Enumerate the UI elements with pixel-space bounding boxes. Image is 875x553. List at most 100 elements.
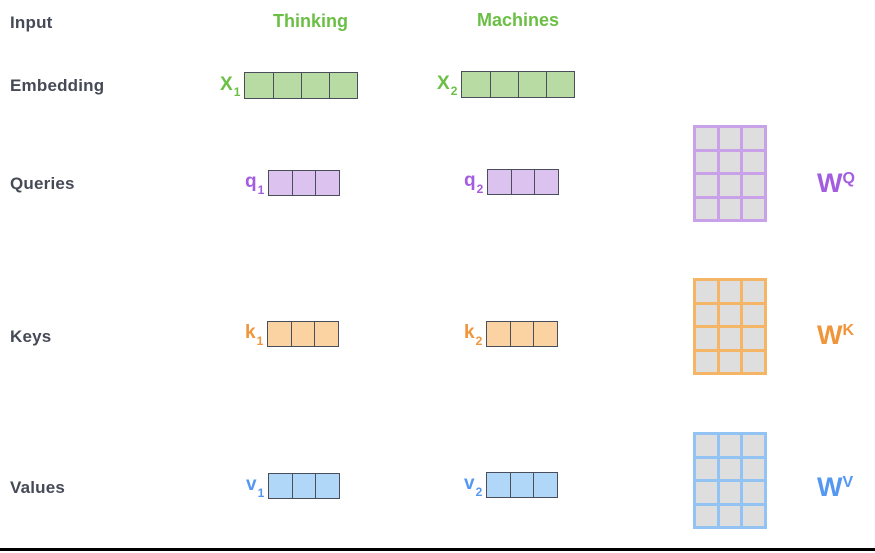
wk-weight-matrix xyxy=(693,278,767,375)
matrix-cell xyxy=(743,505,764,526)
matrix-cell xyxy=(719,151,741,172)
matrix-cell xyxy=(743,328,764,349)
matrix-cell xyxy=(743,482,764,503)
row-label-values: Values xyxy=(10,478,66,497)
key-vector-k2-group: k2 xyxy=(464,321,559,348)
matrix-cell xyxy=(743,175,764,196)
k2-vector xyxy=(486,321,559,347)
vector-cell xyxy=(518,72,547,97)
vector-cell xyxy=(291,322,316,346)
query-vector-q1-group: q1 xyxy=(245,170,341,197)
query-vector-q2-group: q2 xyxy=(464,169,560,196)
x1-label: X1 xyxy=(220,73,241,100)
q1-vector xyxy=(268,170,341,196)
vector-cell xyxy=(511,170,536,194)
matrix-cell xyxy=(719,458,741,479)
embedding-vector-x2-group: X2 xyxy=(437,71,576,99)
bottom-divider-line xyxy=(0,548,875,551)
matrix-cell xyxy=(696,458,717,479)
key-vector-k1-group: k1 xyxy=(245,321,340,348)
wv-label: WV xyxy=(817,472,854,502)
matrix-cell xyxy=(743,198,764,219)
wq-label: WQ xyxy=(817,168,855,198)
vector-cell xyxy=(510,322,535,346)
matrix-cell xyxy=(719,482,741,503)
row-label-embedding: Embedding xyxy=(10,76,105,95)
matrix-cell xyxy=(696,505,717,526)
vector-cell xyxy=(534,473,558,497)
vector-cell xyxy=(301,73,330,98)
wq-weight-matrix xyxy=(693,125,767,222)
matrix-cell xyxy=(743,151,764,172)
matrix-cell xyxy=(696,351,717,372)
vector-cell xyxy=(268,322,292,346)
matrix-cell xyxy=(743,304,764,325)
vector-cell xyxy=(273,73,302,98)
k1-vector xyxy=(267,321,340,347)
matrix-cell xyxy=(719,304,741,325)
matrix-cell xyxy=(743,435,764,456)
matrix-cell xyxy=(719,351,741,372)
matrix-cell xyxy=(696,128,717,149)
vector-cell xyxy=(535,170,559,194)
matrix-cell xyxy=(719,505,741,526)
vector-cell xyxy=(245,73,274,98)
vector-cell xyxy=(329,73,358,98)
k1-label: k1 xyxy=(245,322,264,348)
matrix-cell xyxy=(743,128,764,149)
matrix-cell xyxy=(696,281,717,302)
vector-cell xyxy=(488,170,512,194)
matrix-cell xyxy=(696,151,717,172)
vector-cell xyxy=(269,474,293,498)
v1-vector xyxy=(268,473,341,499)
matrix-cell xyxy=(719,328,741,349)
v2-vector xyxy=(486,472,559,498)
x1-vector xyxy=(244,72,359,99)
value-vector-v2-group: v2 xyxy=(464,472,559,499)
matrix-cell xyxy=(719,435,741,456)
q2-vector xyxy=(487,169,560,195)
wk-label: WK xyxy=(817,320,855,350)
matrix-cell xyxy=(696,328,717,349)
matrix-cell xyxy=(719,128,741,149)
vector-cell xyxy=(487,473,511,497)
vector-cell xyxy=(292,474,317,498)
x2-label: X2 xyxy=(437,72,458,99)
vector-cell xyxy=(487,322,511,346)
embedding-vector-x1-group: X1 xyxy=(220,72,359,100)
matrix-cell xyxy=(696,175,717,196)
matrix-cell xyxy=(743,351,764,372)
matrix-cell xyxy=(696,482,717,503)
matrix-cell xyxy=(743,458,764,479)
vector-cell xyxy=(534,322,558,346)
x2-vector xyxy=(461,71,576,98)
vector-cell xyxy=(292,171,317,195)
row-label-keys: Keys xyxy=(10,327,52,346)
matrix-cell xyxy=(719,198,741,219)
v1-label: v1 xyxy=(246,474,265,500)
input-word-machines: Machines xyxy=(477,10,560,30)
q2-label: q2 xyxy=(464,170,484,196)
matrix-cell xyxy=(696,435,717,456)
matrix-cell xyxy=(696,198,717,219)
vector-cell xyxy=(315,322,339,346)
matrix-cell xyxy=(743,281,764,302)
vector-cell xyxy=(462,72,491,97)
wv-weight-matrix xyxy=(693,432,767,529)
matrix-cell xyxy=(719,175,741,196)
v2-label: v2 xyxy=(464,473,483,499)
vector-cell xyxy=(490,72,519,97)
vector-cell xyxy=(269,171,293,195)
input-word-thinking: Thinking xyxy=(273,11,348,31)
matrix-cell xyxy=(696,304,717,325)
value-vector-v1-group: v1 xyxy=(246,473,341,500)
vector-cell xyxy=(316,474,340,498)
matrix-cell xyxy=(719,281,741,302)
vector-cell xyxy=(510,473,535,497)
row-label-input: Input xyxy=(10,13,53,32)
vector-cell xyxy=(316,171,340,195)
q1-label: q1 xyxy=(245,171,265,197)
vector-cell xyxy=(546,72,575,97)
k2-label: k2 xyxy=(464,322,483,348)
